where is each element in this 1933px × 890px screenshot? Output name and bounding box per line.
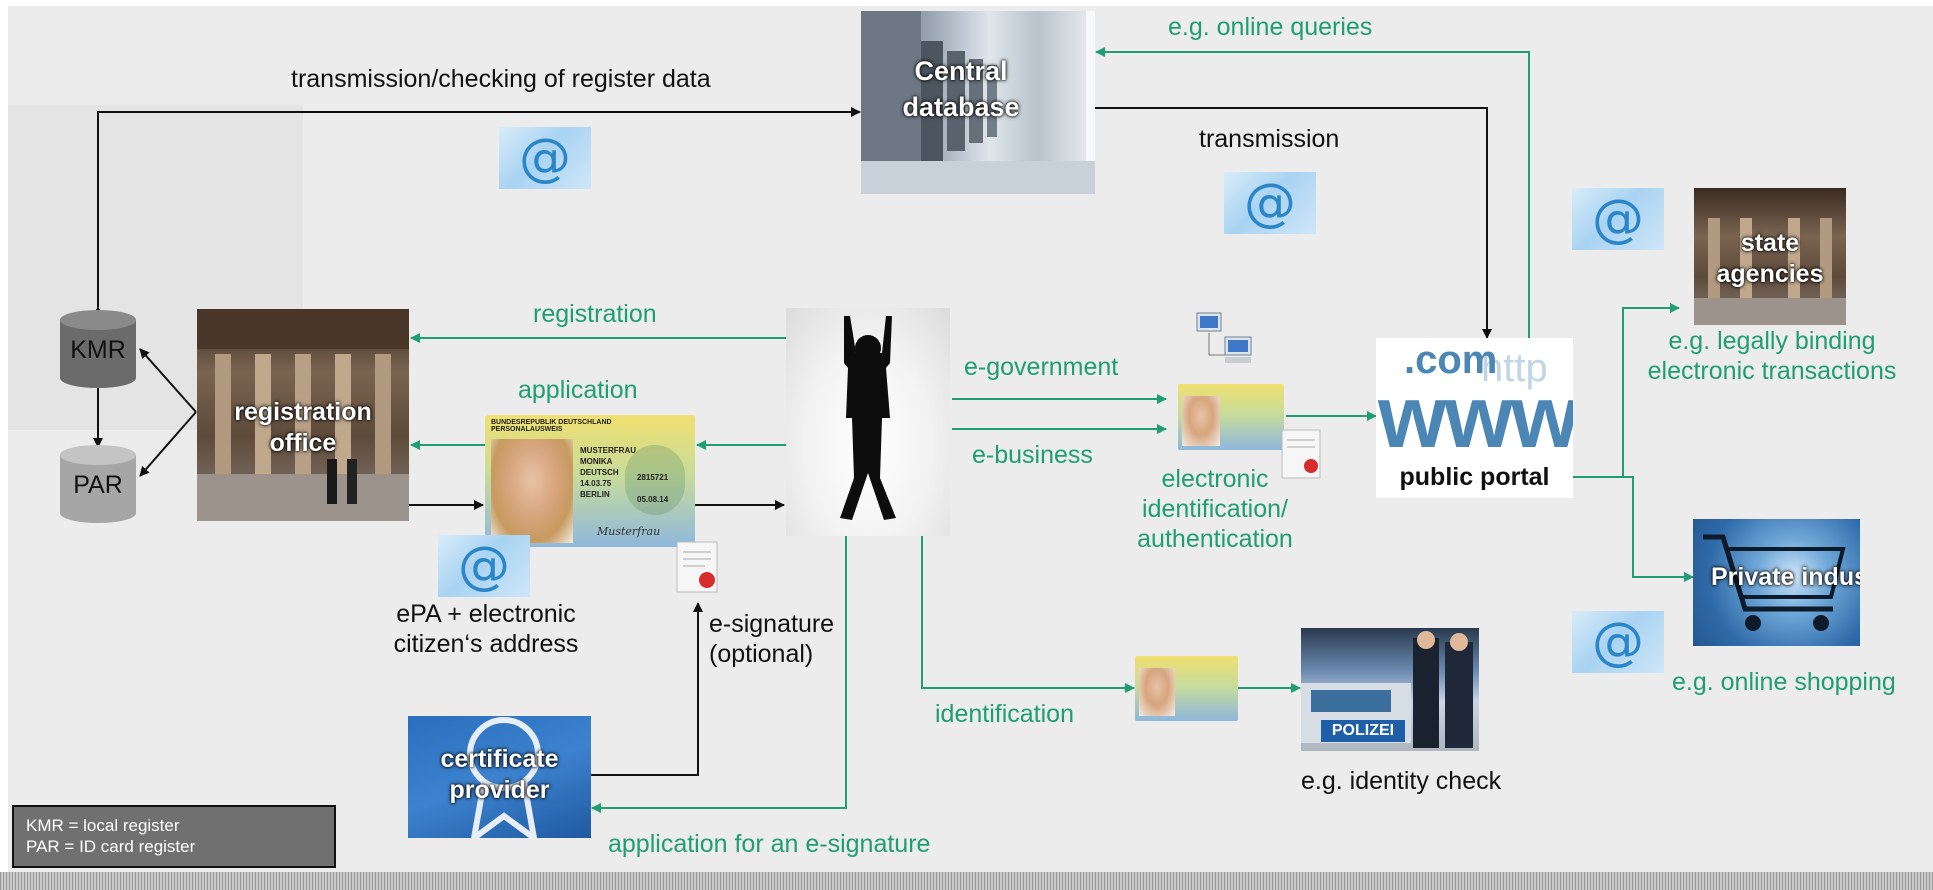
portal-http: http [1481,346,1548,390]
database-icon [60,445,136,523]
arrow-office-par [139,411,197,477]
email-icon: @ [438,535,530,597]
bottom-stripe [0,872,1933,890]
label-identification: identification [935,700,1074,728]
label-transmission: transmission [1199,125,1340,153]
public-portal-image: .com http www public portal [1376,338,1573,498]
state-agencies-label: state agencies [1716,229,1824,288]
id-card-numbers: 2815721 05.08.14 [637,473,669,504]
label-e-signature: e-signature (optional) [709,610,835,668]
public-portal-label: public portal [1399,463,1550,491]
database-icon [60,310,136,388]
portal-www: www [1378,367,1573,466]
label-online-shopping: e.g. online shopping [1672,668,1896,696]
certificate-provider-image: certificate provider [408,716,591,838]
citizen-image [786,308,950,536]
email-icon: @ [1224,172,1316,234]
id-card-photo [491,439,573,543]
label-electronic-identification: electronic identification/ authenticatio… [1137,465,1293,553]
par-cylinder: PAR [60,445,136,523]
arrow-identification [921,535,1135,693]
person-silhouette-icon [840,316,896,520]
shopping-cart-icon [1703,534,1846,631]
par-label: PAR [73,471,123,499]
label-epa-address: ePA + electronic citizen‘s address [393,600,579,658]
label-legally-binding: e.g. legally binding electronic transact… [1647,327,1897,385]
id-card-eagle [625,445,685,515]
registration-office-image: registration office [197,309,409,521]
arrow-cert-esig [590,602,703,776]
arrow-transmission [1094,107,1492,339]
building-columns-graphic [197,309,409,521]
arrow-online-queries [1095,47,1530,338]
id-card-fields: MUSTERFRAU MONIKA DEUTSCH 14.03.75 BERLI… [580,446,636,499]
building-columns-graphic [1694,218,1846,325]
legend-par: PAR = ID card register [26,837,196,856]
certificate-provider-label: certificate provider [440,745,559,804]
email-icon: @ [1572,611,1664,673]
legend-kmr: KMR = local register [26,816,180,835]
kmr-cylinder: KMR [60,310,136,388]
server-racks-graphic [861,11,1095,194]
certificate-document-icon [671,540,723,595]
state-agencies-image: state agencies [1694,188,1846,325]
label-application: application [518,376,638,404]
central-database-label: Central database [902,56,1020,122]
id-card-photo [1139,668,1175,716]
label-registration: registration [533,300,657,328]
arrow-office-kmr [139,348,197,413]
id-card-signature: Musterfrau [597,525,661,538]
label-transmission-checking: transmission/checking of register data [291,65,711,93]
registration-office-label: registration office [234,398,372,457]
kmr-label: KMR [70,336,126,364]
arrow-register-data [93,107,861,316]
label-e-government: e-government [964,353,1119,381]
label-online-queries: e.g. online queries [1168,13,1373,41]
email-icon: @ [499,127,591,189]
arrow-portal-industry [1623,476,1694,582]
certificate-document-icon-egov [1277,428,1327,483]
id-card-small-identification [1135,656,1238,721]
id-card-large: BUNDESREPUBLIK DEUTSCHLAND PERSONALAUSWE… [485,415,695,547]
private-industry-label: Private industry [1711,563,1860,591]
central-database-image: Central database [861,11,1095,194]
police-text: POLIZEI [1321,720,1405,742]
private-industry-image: Private industry [1693,519,1860,646]
network-computers-icon [1195,307,1255,369]
email-icon: @ [1572,188,1664,250]
certificate-ribbon-icon [467,717,541,838]
id-card-header: BUNDESREPUBLIK DEUTSCHLAND PERSONALAUSWE… [491,419,612,433]
arrow-portal-agencies [1573,303,1680,478]
id-card-small-egov [1178,384,1284,450]
label-application-esignature: application for an e-signature [608,830,931,858]
police-image: POLIZEI [1301,628,1479,751]
legend-box: KMR = local register PAR = ID card regis… [12,805,336,868]
label-e-business: e-business [972,441,1093,469]
id-card-photo [1182,396,1220,446]
portal-dotcom: .com [1404,338,1498,382]
label-identity-check: e.g. identity check [1301,767,1502,795]
arrow-esig-application [591,535,847,813]
